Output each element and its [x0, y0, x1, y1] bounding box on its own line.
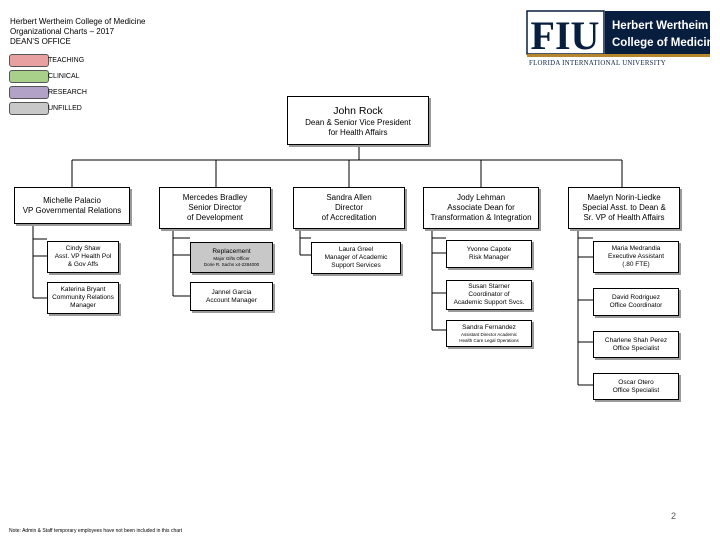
node-shaw-l2: Asst. VP Health Pol: [54, 253, 112, 260]
node-palacio: Michelle Palacio VP Governmental Relatio…: [14, 187, 130, 224]
node-fernandez: Sandra Fernandez Assistant Director Acad…: [446, 320, 532, 347]
legend-label-clinical: CLINICAL: [48, 73, 80, 80]
node-replacement-l3: Dorie R. Sachs x4-2284000: [203, 261, 260, 267]
node-otero-l2: Office Specialist: [612, 386, 660, 394]
node-norin-liedke: Maelyn Norin-Liedke Special Asst. to Dea…: [568, 187, 680, 229]
node-dean-title2: for Health Affairs: [328, 127, 388, 137]
node-garcia: Jannel Garcia Account Manager: [190, 282, 273, 311]
legend-label-teaching: TEACHING: [48, 57, 85, 64]
node-greel-l1: Laura Greel: [338, 246, 374, 253]
node-lehman-title2: Transformation & Integration: [430, 213, 532, 222]
node-allen-name: Sandra Allen: [326, 193, 372, 202]
node-otero: Oscar Otero Office Specialist: [593, 373, 679, 400]
node-fernandez-l1: Sandra Fernandez: [462, 324, 516, 331]
node-bryant-l1: Katerina Bryant: [60, 286, 106, 293]
node-greel-l2: Manager of Academic: [324, 254, 388, 261]
node-dean-title1: Dean & Senior Vice President: [305, 117, 411, 127]
node-rodriguez-l1: David Rodriguez: [611, 294, 661, 301]
node-starner-l3: Academic Support Svcs.: [453, 299, 525, 306]
legend-swatch-research: [9, 86, 49, 99]
node-capote: Yvonne Capote Risk Manager: [446, 240, 532, 268]
node-norin-name: Maelyn Norin-Liedke: [587, 193, 661, 202]
node-norin-title2: Sr. VP of Health Affairs: [583, 213, 665, 222]
node-garcia-l2: Account Manager: [206, 296, 257, 304]
legend-swatch-teaching: [9, 54, 49, 67]
node-lehman-title1: Associate Dean for: [447, 203, 515, 212]
node-shah-perez-l2: Office Specialist: [612, 344, 660, 352]
node-rodriguez: David Rodriguez Office Coordinator: [593, 288, 679, 316]
fiu-logo-graphic: FIU Herbert Wertheim College of Medicine…: [526, 10, 720, 67]
node-otero-l1: Oscar Otero: [618, 378, 654, 386]
node-shaw-l1: Cindy Shaw: [65, 245, 101, 252]
node-greel: Laura Greel Manager of Academic Support …: [311, 242, 401, 274]
node-dean: John Rock Dean & Senior Vice President f…: [287, 96, 429, 145]
node-garcia-l1: Jannel Garcia: [211, 288, 252, 296]
node-replacement-l2: Major Gifts Officer: [213, 256, 250, 261]
node-lehman: Jody Lehman Associate Dean for Transform…: [423, 187, 539, 229]
node-replacement-l1: Replacement: [212, 248, 251, 255]
node-bradley: Mercedes Bradley Senior Director of Deve…: [159, 187, 271, 229]
node-medrandia-l3: (.80 FTE): [622, 261, 650, 268]
legend-swatch-clinical: [9, 70, 49, 83]
header-line-chart-year: Organizational Charts – 2017: [10, 27, 115, 36]
node-shah-perez-l1: Charlene Shah Perez: [604, 336, 668, 344]
node-fernandez-l3: Health Care Legal Operations: [459, 337, 519, 343]
page-number: 2: [671, 511, 677, 521]
node-capote-l1: Yvonne Capote: [466, 246, 512, 253]
logo-university: FLORIDA INTERNATIONAL UNIVERSITY: [529, 60, 666, 67]
node-starner-l2: Coordinator of: [468, 291, 510, 298]
node-starner-l1: Susan Starner: [468, 283, 510, 290]
footnote: Note: Admin & Staff temporary employees …: [9, 528, 183, 534]
node-replacement: Replacement Major Gifts Officer Dorie R.…: [190, 242, 273, 273]
node-fernandez-l2: Assistant Director Academic: [460, 332, 518, 337]
legend-swatch-unfilled: [9, 102, 49, 115]
node-bradley-title1: Senior Director: [188, 203, 242, 212]
node-medrandia-l1: Maria Medrandia: [611, 245, 661, 252]
header-line-college: Herbert Wertheim College of Medicine: [10, 17, 146, 26]
node-allen-title2: of Accreditation: [321, 213, 377, 222]
node-allen-title1: Director: [334, 203, 363, 212]
legend-label-research: RESEARCH: [48, 89, 87, 96]
node-palacio-name: Michelle Palacio: [43, 195, 101, 205]
node-medrandia-l2: Executive Assistant: [608, 253, 664, 260]
logo-name-line2: College of Medicine: [612, 37, 711, 49]
node-bradley-title2: of Development: [186, 213, 244, 222]
node-medrandia: Maria Medrandia Executive Assistant (.80…: [593, 241, 679, 273]
header-line-office: DEAN’S OFFICE: [10, 37, 71, 46]
node-rodriguez-l2: Office Coordinator: [609, 302, 663, 309]
node-shaw: Cindy Shaw Asst. VP Health Pol & Gov Aff…: [47, 241, 119, 273]
node-starner: Susan Starner Coordinator of Academic Su…: [446, 280, 532, 310]
node-greel-l3: Support Services: [331, 262, 381, 269]
node-allen: Sandra Allen Director of Accreditation: [293, 187, 405, 229]
node-dean-name: John Rock: [333, 104, 383, 117]
node-palacio-title1: VP Governmental Relations: [22, 205, 122, 215]
node-bryant-l3: Manager: [70, 302, 96, 309]
node-shah-perez: Charlene Shah Perez Office Specialist: [593, 331, 679, 358]
node-shaw-l3: & Gov Affs: [67, 261, 99, 268]
logo-name-line1: Herbert Wertheim: [612, 20, 708, 32]
node-bryant-l2: Community Relations: [52, 294, 114, 301]
node-bradley-name: Mercedes Bradley: [182, 193, 248, 202]
legend-label-unfilled: UNFILLED: [48, 105, 82, 112]
node-bryant: Katerina Bryant Community Relations Mana…: [47, 282, 119, 314]
fiu-logo: FIU Herbert Wertheim College of Medicine…: [526, 10, 720, 67]
node-lehman-name: Jody Lehman: [456, 193, 506, 202]
fiu-letters: FIU: [531, 13, 600, 58]
node-norin-title1: Special Asst. to Dean &: [582, 203, 666, 212]
node-capote-l2: Risk Manager: [468, 254, 510, 261]
